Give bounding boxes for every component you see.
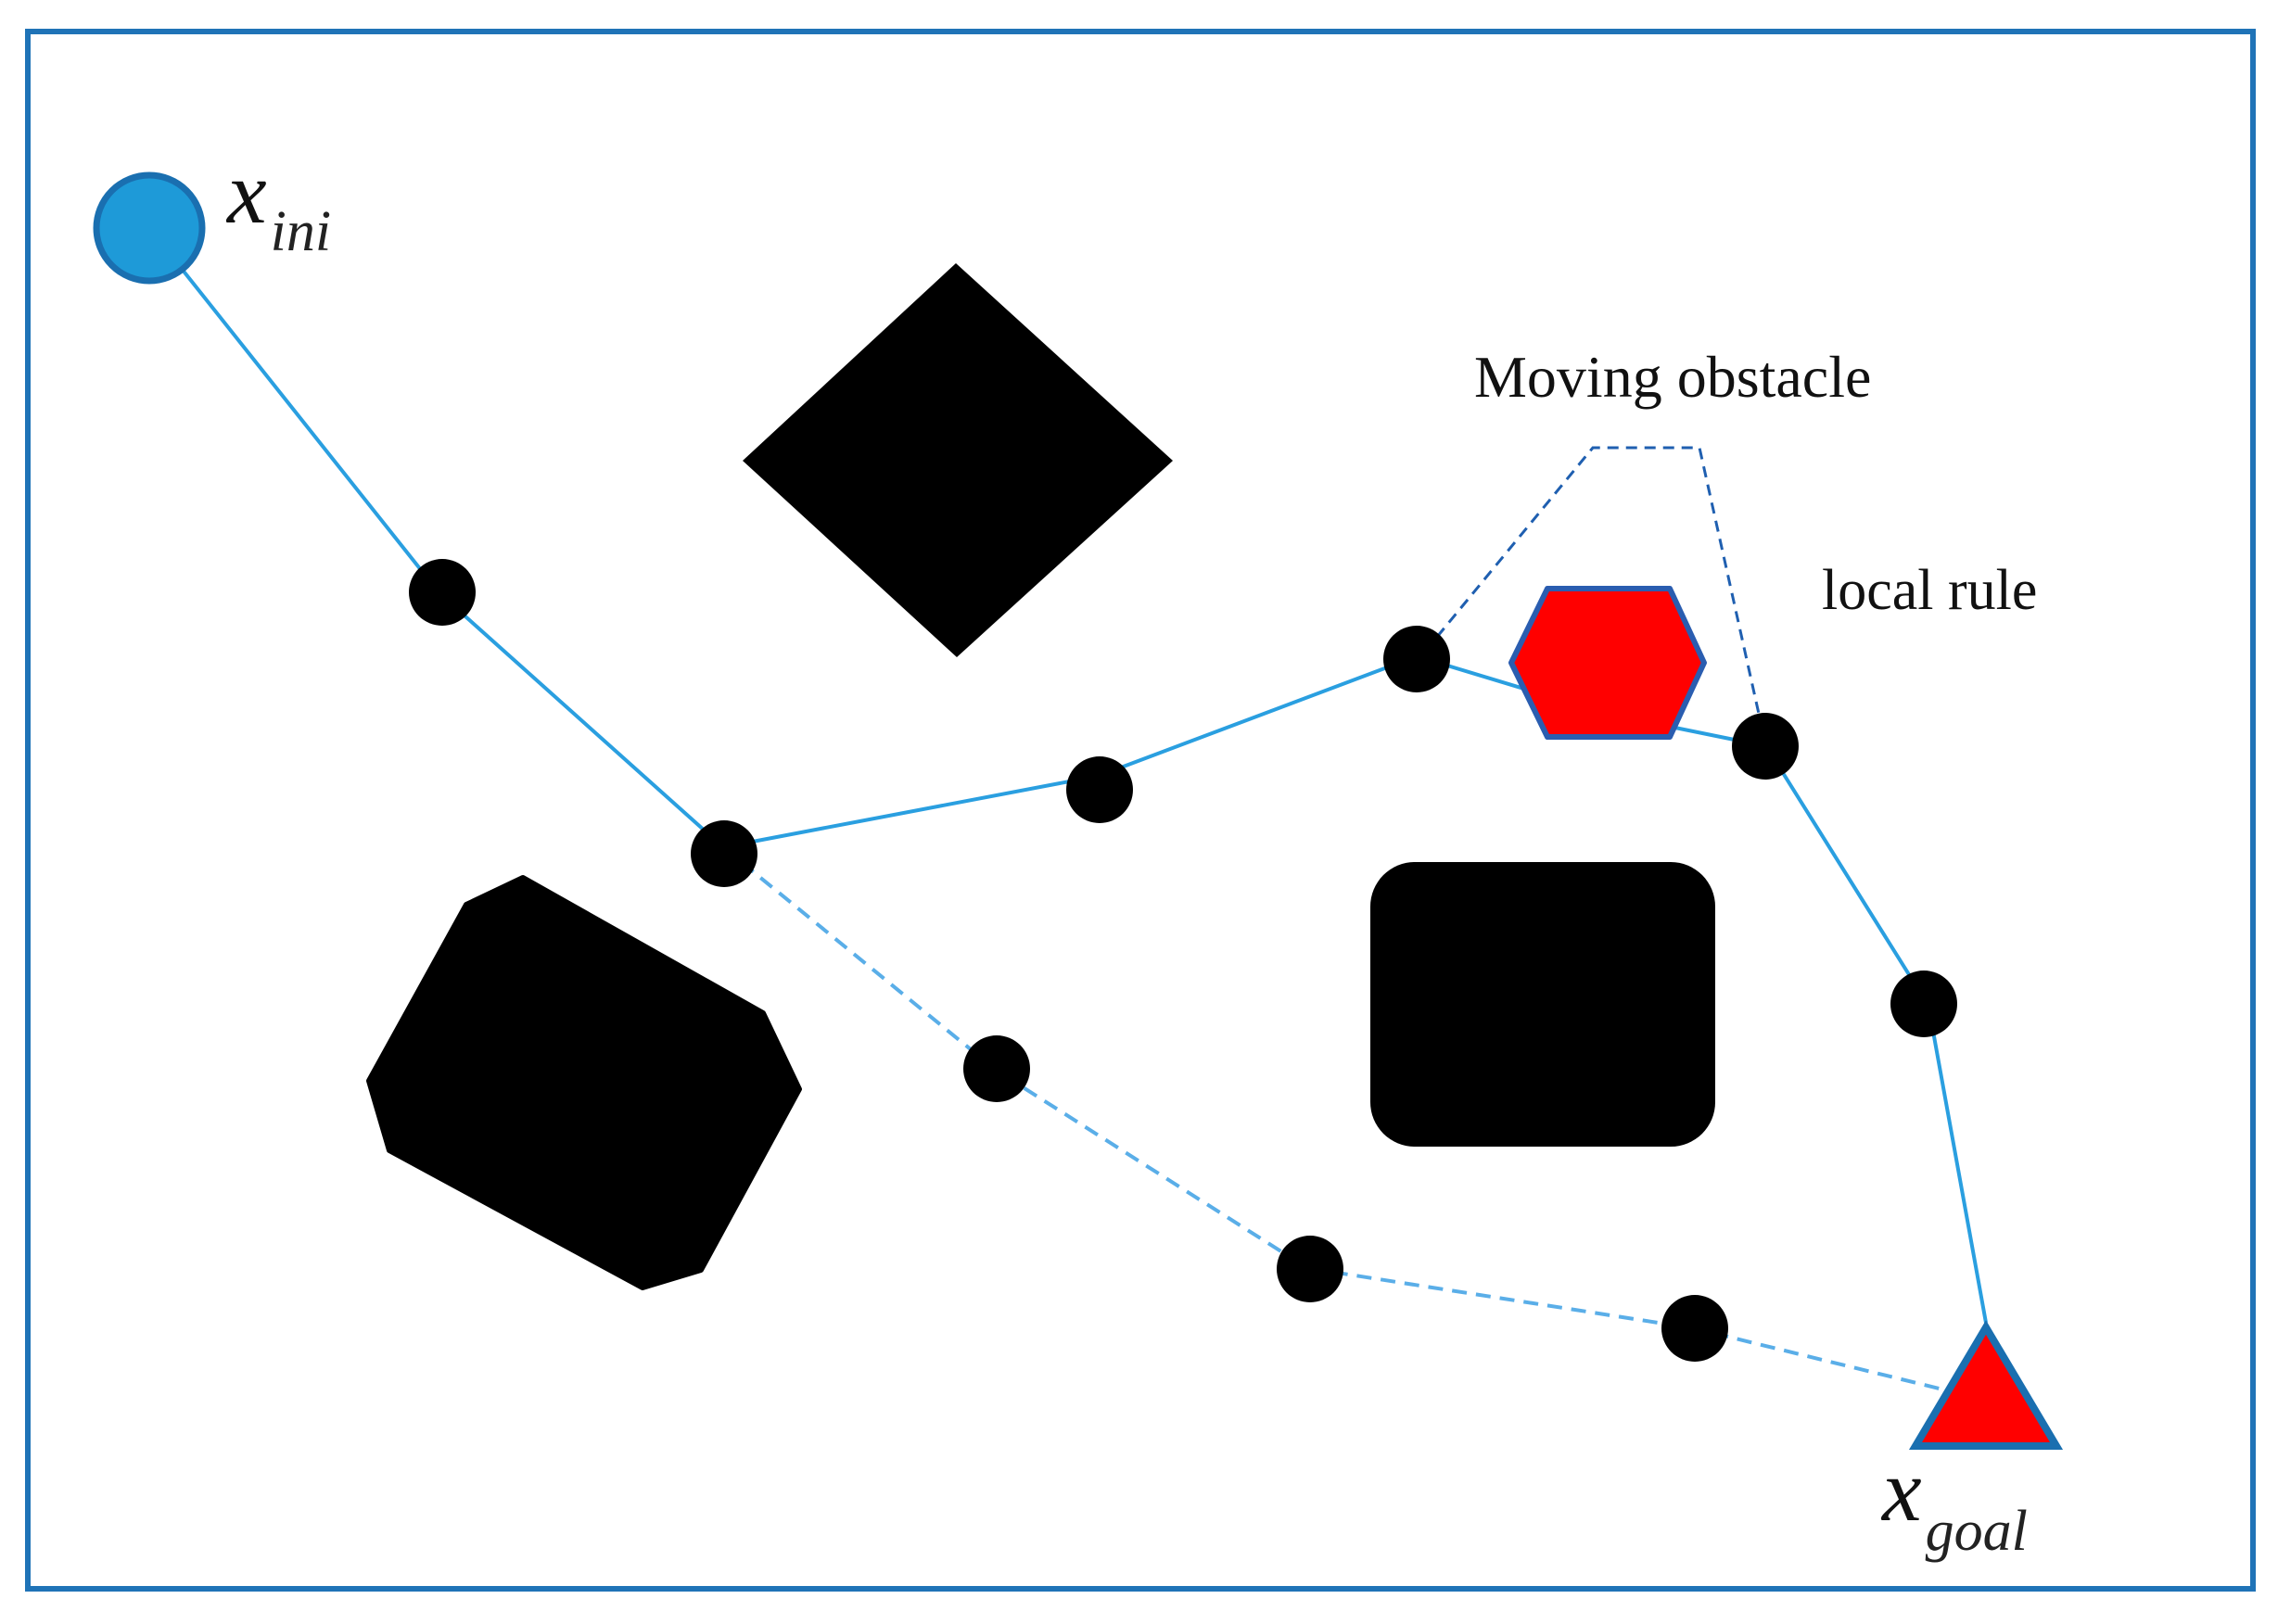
waypoint bbox=[1732, 713, 1799, 780]
static-obstacle-rounded-square bbox=[1370, 862, 1715, 1147]
waypoint bbox=[963, 1035, 1030, 1102]
start-node bbox=[93, 171, 206, 285]
waypoint bbox=[1066, 756, 1133, 823]
diagram-frame bbox=[25, 29, 2256, 1592]
waypoint bbox=[1277, 1236, 1343, 1302]
static-obstacle-hexagon bbox=[366, 875, 802, 1290]
moving-obstacle-label: Moving obstacle bbox=[1474, 344, 1871, 410]
start-label: x ini bbox=[225, 143, 331, 263]
waypoint bbox=[1383, 626, 1450, 692]
goal-node-triangle bbox=[1908, 1320, 2064, 1450]
local-rule-callout bbox=[1435, 446, 1761, 715]
static-obstacle-diamond bbox=[743, 263, 1173, 657]
waypoint bbox=[409, 559, 476, 626]
waypoint bbox=[1890, 971, 1957, 1037]
moving-obstacle-hexagon bbox=[1508, 586, 1707, 740]
local-rule-label: local rule bbox=[1822, 559, 2037, 622]
waypoint bbox=[1661, 1295, 1728, 1362]
goal-label: x goal bbox=[1880, 1440, 2028, 1563]
waypoints bbox=[409, 559, 1957, 1362]
waypoint bbox=[691, 820, 757, 887]
